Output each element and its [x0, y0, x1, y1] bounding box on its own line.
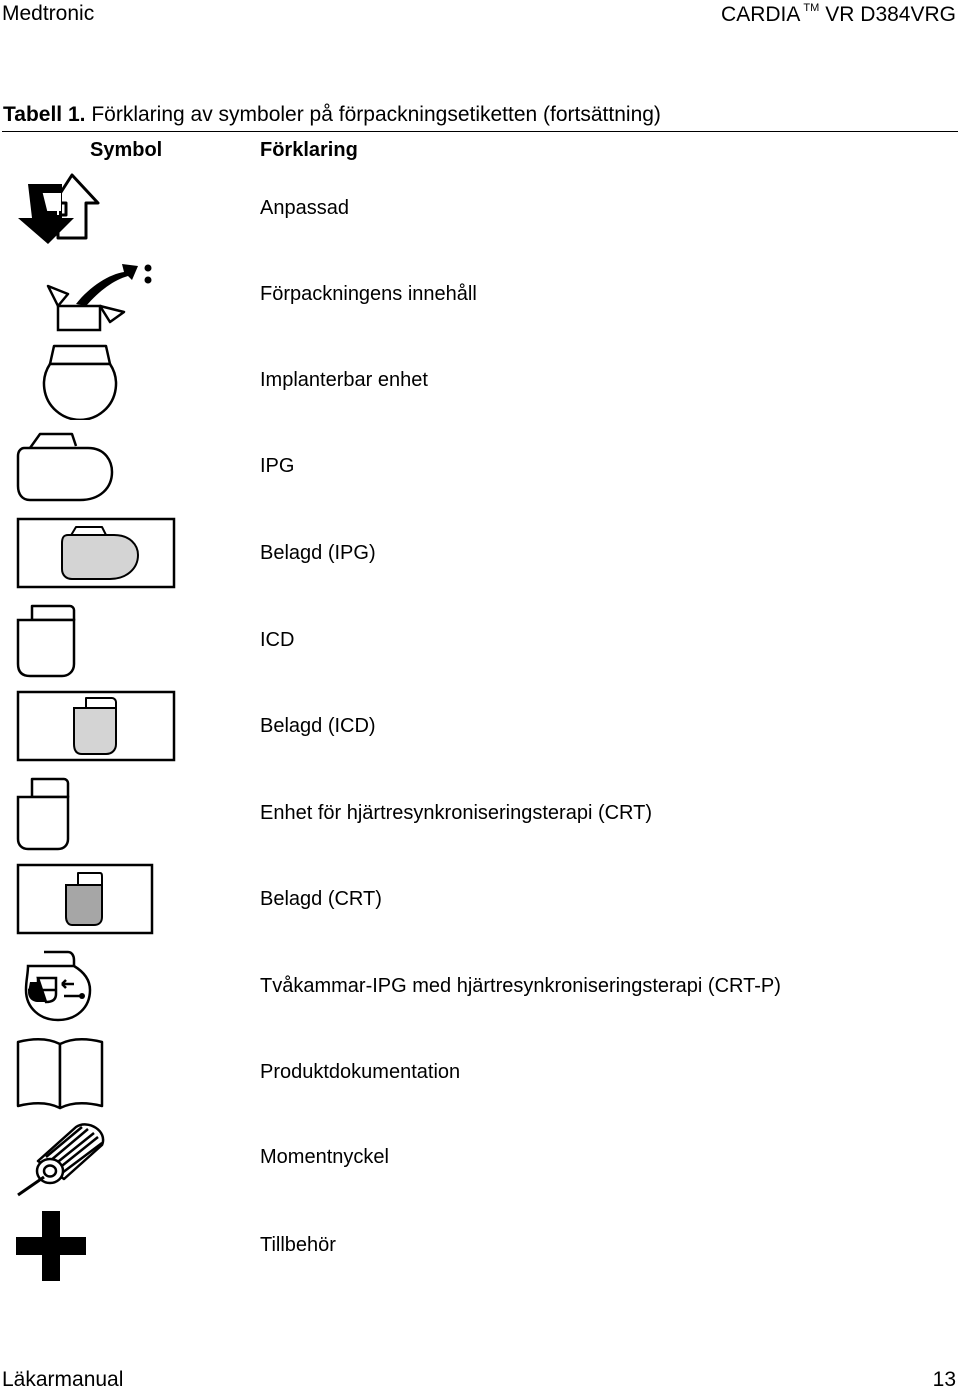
implantable-device-icon — [42, 344, 118, 420]
coated-icd-icon — [16, 690, 176, 762]
table-number: Tabell 1. — [3, 103, 86, 126]
row-label: Tillbehör — [260, 1234, 336, 1256]
row-label: Belagd (ICD) — [260, 715, 376, 737]
row-label: ICD — [260, 629, 295, 651]
package-contents-icon — [46, 264, 152, 332]
row-label: Förpackningens innehåll — [260, 283, 477, 305]
page-number: 13 — [932, 1368, 956, 1391]
table-title: Förklaring av symboler på förpackningset… — [91, 103, 661, 126]
row-label: Anpassad — [260, 197, 349, 219]
row-label: Tvåkammar-IPG med hjärtresynkroniserings… — [260, 975, 781, 997]
trademark-mark: TM — [803, 2, 820, 14]
dual-chamber-crt-p-icon — [24, 950, 92, 1022]
row-label: Belagd (CRT) — [260, 888, 382, 910]
row-label: Implanterbar enhet — [260, 369, 428, 391]
header-brand: Medtronic — [2, 2, 95, 25]
row-label: Produktdokumentation — [260, 1061, 461, 1083]
ipg-icon — [16, 432, 114, 502]
row-label: IPG — [260, 455, 295, 477]
product-model: VR D384VRG — [825, 3, 956, 26]
accessories-plus-icon — [16, 1211, 86, 1281]
adapter-icon — [18, 173, 100, 244]
product-name: CARDIA — [721, 3, 801, 26]
row-label: Enhet för hjärtresynkroniseringsterapi (… — [260, 802, 653, 824]
column-header-symbol: Symbol — [90, 139, 163, 161]
crt-device-icon — [16, 777, 70, 851]
coated-ipg-icon — [16, 517, 176, 589]
row-label: Momentnyckel — [260, 1146, 389, 1168]
torque-wrench-icon — [17, 1123, 105, 1197]
row-label: Belagd (IPG) — [260, 542, 376, 564]
table-caption: Tabell 1. Förklaring av symboler på förp… — [3, 103, 661, 127]
coated-crt-icon — [16, 863, 154, 935]
icd-icon — [16, 604, 76, 678]
product-documentation-icon — [16, 1038, 104, 1110]
column-header-explanation: Förklaring — [260, 139, 358, 161]
caption-rule — [2, 131, 958, 132]
footer-manual: Läkarmanual — [2, 1368, 124, 1391]
